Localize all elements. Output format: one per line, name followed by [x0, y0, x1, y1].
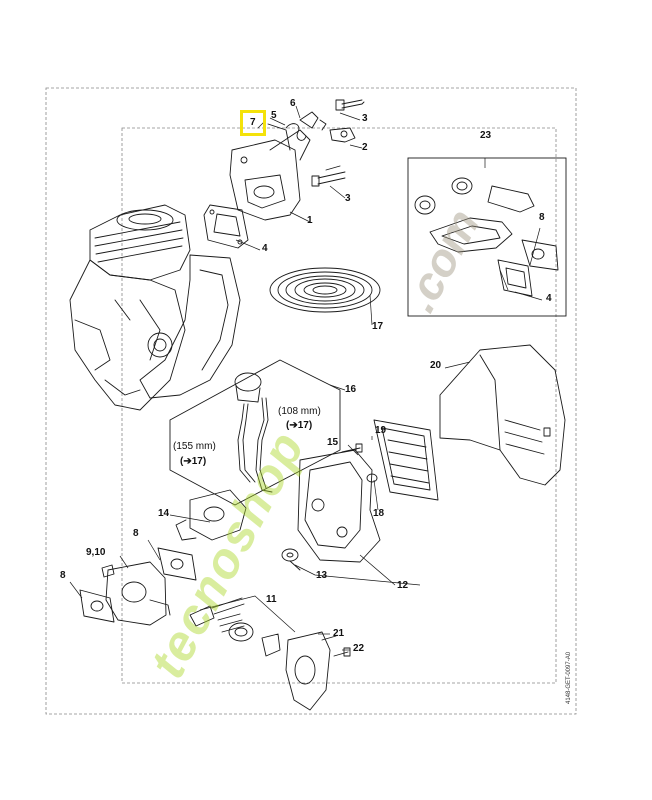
- carburetor: [101, 561, 171, 626]
- callout-11: 11: [266, 594, 277, 605]
- screw-22: [333, 647, 351, 657]
- callout-19: 19: [375, 425, 387, 436]
- callout-15: 15: [327, 437, 339, 448]
- callout-14: 14: [158, 508, 170, 519]
- highlight-box: [240, 110, 266, 136]
- callout-8-lower: 8: [60, 570, 66, 581]
- intake-boot: [175, 489, 247, 541]
- callout-8-kit: 8: [539, 212, 545, 223]
- shroud-cover: [439, 344, 566, 486]
- callout-6: 6: [290, 98, 296, 109]
- hose-long-ref: (➔17): [180, 456, 207, 467]
- callout-1: 1: [307, 215, 313, 226]
- clamp-parts: [299, 111, 356, 143]
- callout-8-middle: 8: [133, 528, 139, 539]
- callout-16: 16: [345, 384, 357, 395]
- outer-frame: [45, 87, 577, 715]
- intake-manifold: [229, 129, 311, 221]
- callout-5: 5: [271, 110, 277, 121]
- callout-4-kit: 4: [546, 293, 552, 304]
- gasket-kit-box: [407, 157, 567, 317]
- gasket-kit-parts: [414, 177, 559, 297]
- hose-short-length: (108 mm): [278, 406, 321, 417]
- gasket-lower: [79, 589, 115, 623]
- callout-9-10: 9,10: [86, 547, 106, 558]
- callout-4-upper: 4: [262, 243, 268, 254]
- callout-23: 23: [480, 130, 492, 141]
- air-filter-base: [297, 449, 381, 563]
- callout-20: 20: [430, 360, 442, 371]
- hose-long-length: (155 mm): [173, 441, 216, 452]
- inner-frame: [121, 127, 557, 684]
- air-filter: [373, 419, 439, 501]
- screws: [311, 99, 365, 187]
- fuel-line-group: [169, 359, 341, 506]
- engine-block: [69, 204, 241, 411]
- document-id: 4148-GET-0097-A0: [566, 651, 572, 704]
- callout-21: 21: [333, 628, 345, 639]
- callout-3-top: 3: [362, 113, 368, 124]
- gasket-upper: [203, 204, 249, 249]
- gasket-middle: [157, 547, 197, 581]
- small-fasteners: [281, 443, 378, 571]
- spring-and-wire: [267, 123, 307, 151]
- callout-2: 2: [362, 142, 368, 153]
- callout-7: 7: [250, 117, 256, 128]
- callout-17: 17: [372, 321, 384, 332]
- cover-plate: [285, 631, 337, 711]
- callout-22: 22: [353, 643, 365, 654]
- leader-lines: [69, 105, 543, 651]
- callout-12: 12: [397, 580, 409, 591]
- rewind-spring: [269, 267, 381, 313]
- callout-13: 13: [316, 570, 328, 581]
- hose-short-ref: (➔17): [286, 420, 313, 431]
- callout-18: 18: [373, 508, 385, 519]
- callout-3-mid: 3: [345, 193, 351, 204]
